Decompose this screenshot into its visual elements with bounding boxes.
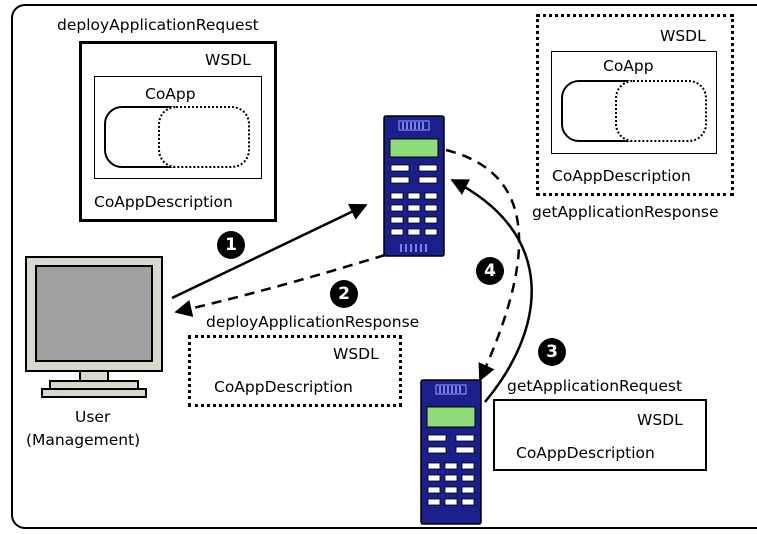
wsdl-label: WSDL — [637, 411, 683, 429]
management-label: (Management) — [26, 431, 141, 449]
get-request-label: getApplicationRequest — [507, 377, 683, 395]
monitor-icon — [25, 256, 163, 398]
arrow-get-response — [445, 148, 521, 382]
coapp-shape-dotted — [615, 80, 707, 142]
step-badge-2: 2 — [330, 280, 358, 308]
arrow-deploy-response — [174, 253, 386, 318]
user-label: User — [75, 408, 111, 426]
coapp-description-label: CoAppDescription — [552, 167, 691, 185]
coapp-shape-dotted — [158, 106, 250, 168]
deploy-request-label: deployApplicationRequest — [57, 16, 259, 34]
coapp-label: CoApp — [603, 57, 654, 75]
wsdl-label: WSDL — [660, 27, 706, 45]
wsdl-label: WSDL — [205, 51, 251, 69]
get-response-label: getApplicationResponse — [532, 203, 719, 221]
coapp-description-label: CoAppDescription — [516, 444, 655, 462]
coapp-box — [551, 51, 717, 154]
get-request-package — [493, 399, 707, 471]
arrow-deploy-request — [171, 203, 368, 300]
coapp-description-label: CoAppDescription — [214, 378, 353, 396]
server-device-icon — [383, 115, 445, 257]
step-badge-4: 4 — [476, 257, 504, 285]
get-response-package — [536, 14, 734, 196]
coapp-box — [94, 76, 262, 179]
deploy-response-label: deployApplicationResponse — [206, 313, 420, 331]
deploy-request-package — [79, 41, 277, 222]
coapp-description-label: CoAppDescription — [94, 193, 233, 211]
step-badge-1: 1 — [217, 231, 245, 259]
step-badge-3: 3 — [538, 338, 566, 366]
client-device-icon — [420, 379, 482, 525]
outer-frame — [11, 4, 757, 529]
coapp-label: CoApp — [145, 85, 196, 103]
arrow-get-request — [450, 178, 533, 403]
wsdl-label: WSDL — [333, 345, 379, 363]
deploy-response-package — [188, 335, 402, 407]
